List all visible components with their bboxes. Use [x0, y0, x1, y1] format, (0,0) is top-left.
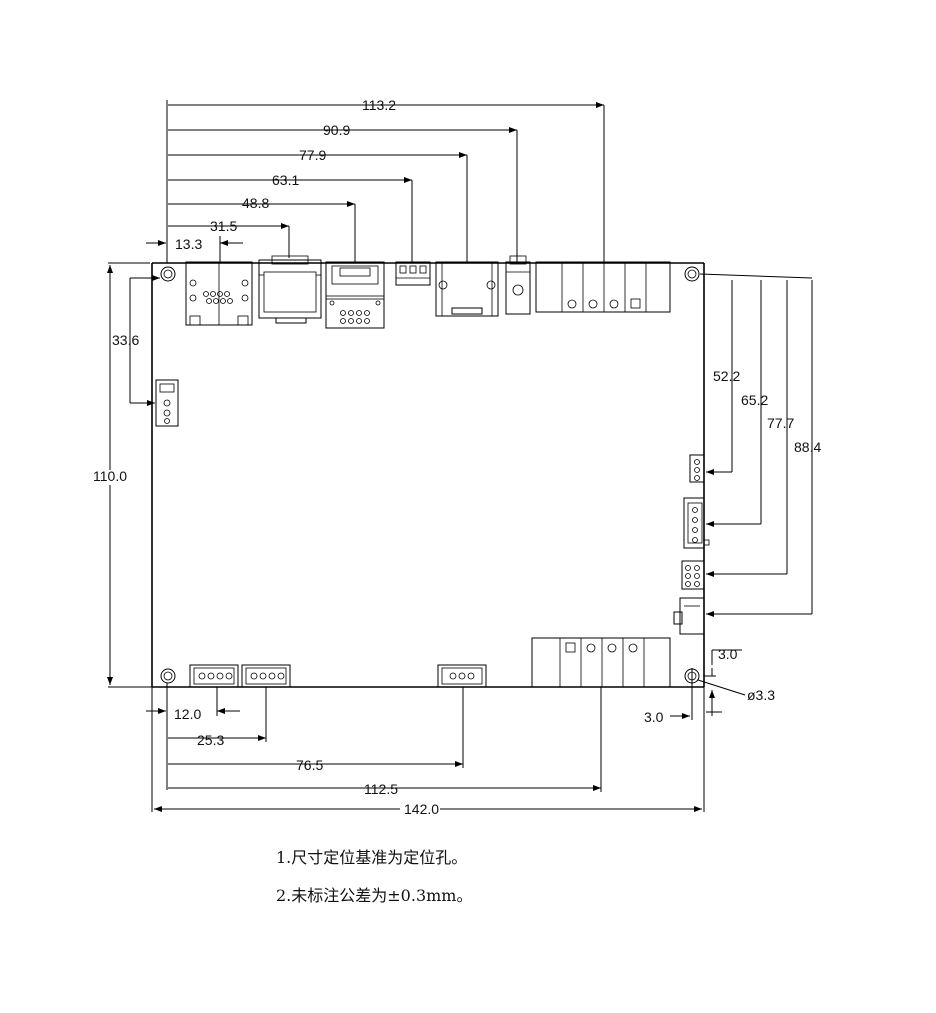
dim-76-5: 76.5 [296, 757, 323, 773]
mounting-hole-top-left [160, 266, 176, 282]
dim-12-0: 12.0 [174, 706, 201, 722]
bottom-header-1 [189, 664, 239, 688]
mounting-hole-top-right [684, 266, 700, 282]
right-header-3 [681, 560, 705, 590]
dim-142-0: 142.0 [404, 801, 439, 817]
board-outline [108, 262, 705, 688]
dim-113-2: 113.2 [362, 97, 396, 113]
hdmi-connector [258, 255, 322, 324]
notes-block: 1.尺寸定位基准为定位孔。 2.未标注公差为±0.3mm。 [276, 846, 472, 922]
rj45-connector [185, 261, 253, 326]
dim-77-7: 77.7 [767, 415, 794, 431]
top-dimension-lines [146, 100, 605, 263]
terminal-block-top [535, 261, 671, 313]
dim-13-3: 13.3 [175, 236, 202, 252]
dim-52-2: 52.2 [713, 368, 740, 384]
dim-48-8: 48.8 [242, 195, 269, 211]
left-fan-header [155, 379, 179, 427]
dim-31-5: 31.5 [210, 218, 237, 234]
right-battery-connector [673, 597, 705, 635]
dim-77-9: 77.9 [299, 147, 326, 163]
right-dimension-lines [699, 273, 813, 617]
dim-88-4: 88.4 [794, 439, 821, 455]
dim-110-0: 110.0 [93, 468, 127, 484]
note-1: 1.尺寸定位基准为定位孔。 [276, 848, 468, 867]
dim-90-9: 90.9 [323, 122, 350, 138]
right-header-2 [683, 497, 710, 549]
dim-hole-diameter: ø3.3 [747, 687, 775, 703]
small-header-connector [395, 261, 431, 286]
dim-hole-offset-top: 3.0 [718, 646, 738, 662]
note-2: 2.未标注公差为±0.3mm。 [276, 886, 473, 905]
hole-detail-lines [670, 649, 746, 720]
dim-112-5: 112.5 [364, 781, 398, 797]
dim-hole-offset-left: 3.0 [644, 709, 664, 725]
mounting-hole-bottom-left [160, 668, 176, 684]
dim-33-6: 33.6 [112, 332, 139, 348]
dual-usb-connector [325, 261, 385, 329]
dim-25-3: 25.3 [197, 732, 224, 748]
dim-63-1: 63.1 [272, 172, 299, 188]
left-dimension-lines [107, 262, 160, 685]
terminal-block-bottom [531, 637, 671, 688]
bottom-header-2 [241, 664, 291, 688]
audio-jack-connector [505, 255, 531, 315]
vga-connector [435, 261, 499, 317]
dim-65-2: 65.2 [741, 392, 768, 408]
right-header-1 [689, 454, 705, 483]
bottom-header-3 [437, 664, 487, 688]
bottom-dimension-lines [146, 683, 705, 812]
